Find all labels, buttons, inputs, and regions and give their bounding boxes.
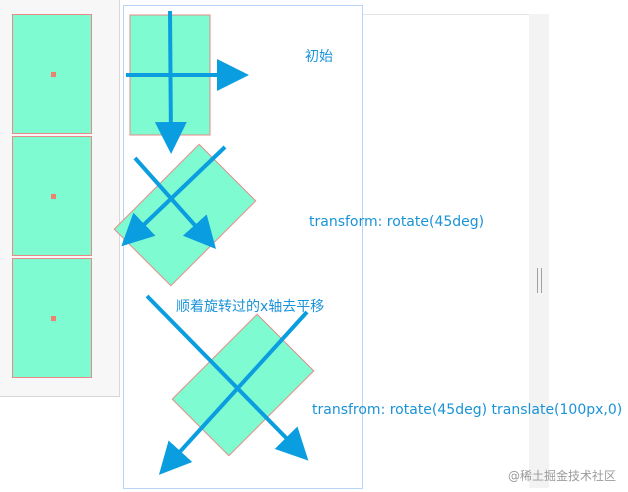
scroll-shade xyxy=(529,14,549,488)
label-initial: 初始 xyxy=(305,49,333,65)
watermark: @稀土掘金技术社区 xyxy=(507,469,616,483)
resize-handle[interactable] xyxy=(537,268,542,293)
left-preview-panel xyxy=(0,0,120,397)
center-dot xyxy=(51,194,56,199)
y-axis-arrow-initial xyxy=(154,10,187,154)
top-divider xyxy=(363,14,529,15)
left-box-2 xyxy=(12,136,92,256)
left-box-3 xyxy=(12,258,92,378)
right-blank-area xyxy=(363,14,529,488)
label-translate: transfrom: rotate(45deg) translate(100px… xyxy=(312,402,623,418)
label-note: 顺着旋转过的x轴去平移 xyxy=(176,299,325,315)
y-axis-arrow-translated xyxy=(158,310,309,475)
center-dot xyxy=(51,316,56,321)
y-axis-arrow-rotated xyxy=(121,145,227,247)
left-box-1 xyxy=(12,14,92,134)
label-rotate: transform: rotate(45deg) xyxy=(309,214,485,230)
x-axis-arrow-translated xyxy=(145,294,309,461)
center-dot xyxy=(51,72,56,77)
